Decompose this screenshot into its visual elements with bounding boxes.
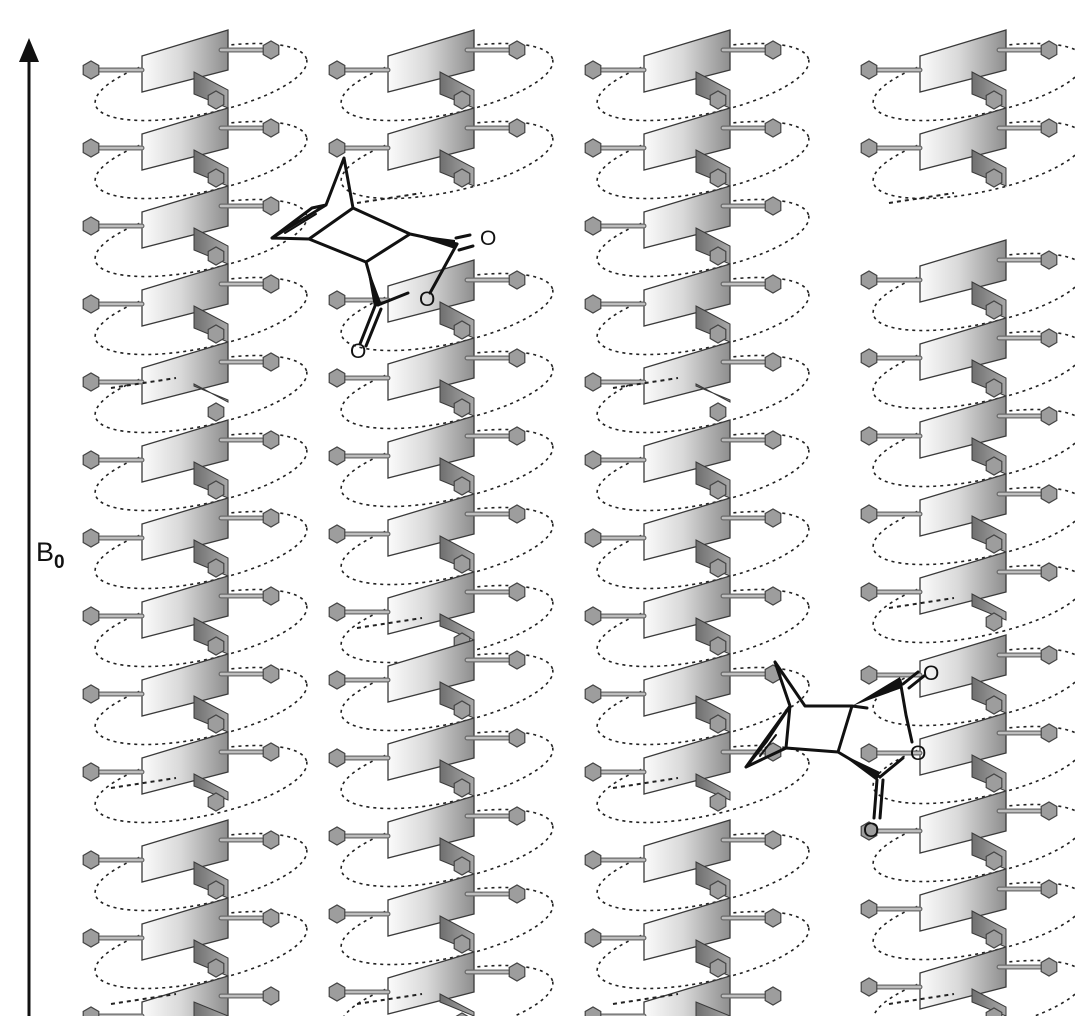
atom-label: O (350, 340, 366, 363)
atom-label: O (480, 227, 496, 250)
atom-label: O (910, 742, 926, 765)
helix-icon (860, 29, 1075, 204)
molecule-bottom-carbonyls (872, 670, 926, 820)
molecule-bottom-bonds (744, 660, 882, 779)
molecule-bottom-double-bond (759, 734, 777, 757)
molecule-bottom-wedge-2 (838, 752, 880, 781)
molecule-top-wedge-2 (366, 262, 382, 307)
field-label-main: B (36, 537, 54, 567)
atom-label: O (923, 662, 939, 685)
magnetic-field-arrow (19, 38, 39, 1016)
helix-icon (328, 259, 554, 664)
field-label-subscript: 0 (54, 552, 65, 573)
molecule-bottom (744, 660, 926, 820)
helix-icon (82, 819, 308, 1016)
molecule-bottom-atoms: O O O (863, 662, 939, 842)
molecule-top-double-bond (284, 213, 317, 234)
arrow-up-icon (19, 38, 39, 62)
molecule-top-atoms: O O O (350, 227, 496, 363)
helix-icon (860, 634, 1075, 1016)
helix-array (82, 29, 1075, 1016)
helix-icon (860, 239, 1075, 644)
helix-icon (328, 639, 554, 1016)
molecule-top-bonds (270, 156, 459, 307)
helix-icon (584, 419, 810, 824)
helix-icon (584, 819, 810, 1016)
field-label: B0 (36, 537, 65, 573)
helix-icon (82, 29, 308, 434)
helix-icon (584, 29, 810, 434)
molecule-bottom-wedge (852, 677, 902, 706)
helix-icon (328, 29, 554, 204)
atom-label: O (419, 288, 435, 311)
molecule-top-wedge (410, 234, 455, 249)
molecule-top-carbonyls (358, 233, 475, 348)
molecule-top (270, 156, 475, 348)
helix-icon (82, 419, 308, 824)
atom-label: O (863, 819, 879, 842)
